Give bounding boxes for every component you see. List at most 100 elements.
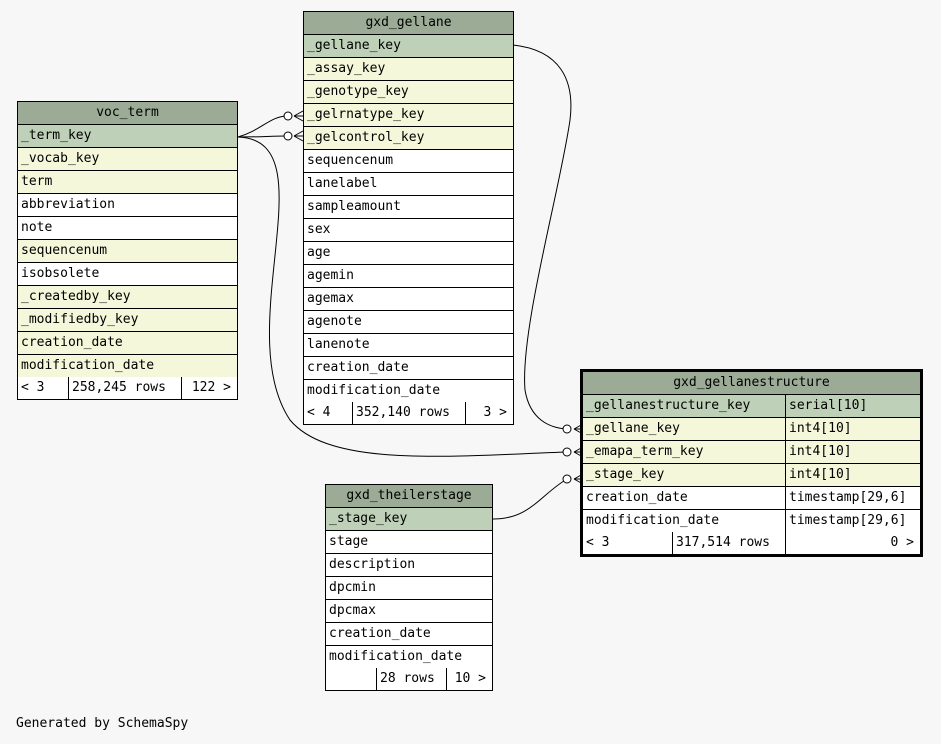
- column-name: sequencenum: [307, 153, 394, 168]
- column-row[interactable]: description: [326, 554, 492, 577]
- column-row[interactable]: _gelcontrol_key: [304, 127, 513, 150]
- column-name: _gellanestructure_key: [586, 398, 751, 413]
- column-name: lanenote: [307, 337, 370, 352]
- column-row[interactable]: sequencenum: [304, 150, 513, 173]
- optional-marker-gelcontrol: [283, 131, 293, 141]
- table-gxd-gellane[interactable]: gxd_gellane _gellane_key _assay_key _genot…: [303, 11, 514, 425]
- edge-term-to-gelrnatype: [237, 115, 289, 138]
- column-row[interactable]: modification_date: [18, 355, 237, 377]
- children-count[interactable]: 0 >: [785, 532, 920, 554]
- column-row[interactable]: agemax: [304, 288, 513, 311]
- column-row[interactable]: modification_date: [304, 380, 513, 402]
- column-row[interactable]: isobsolete: [18, 263, 237, 286]
- column-name: _term_key: [21, 128, 92, 143]
- column-name: term: [21, 174, 53, 189]
- column-row[interactable]: _gellane_key: [304, 35, 513, 58]
- column-name: agenote: [307, 314, 362, 329]
- column-row[interactable]: stage: [326, 531, 492, 554]
- column-name: sequencenum: [21, 243, 108, 258]
- column-row[interactable]: modification_date timestamp[29,6]: [583, 510, 920, 532]
- column-name: agemax: [307, 291, 354, 306]
- column-row[interactable]: term: [18, 171, 237, 194]
- table-header[interactable]: gxd_gellanestructure: [583, 372, 920, 395]
- column-row[interactable]: agenote: [304, 311, 513, 334]
- table-footer: < 3 258,245 rows 122 >: [18, 377, 237, 399]
- parents-count[interactable]: < 4: [307, 405, 331, 420]
- column-name: description: [329, 557, 416, 572]
- column-row[interactable]: dpcmin: [326, 577, 492, 600]
- table-gxd-gellanestructure[interactable]: gxd_gellanestructure _gellanestructure_k…: [580, 369, 923, 557]
- column-name: modification_date: [307, 383, 441, 398]
- optional-marker-gelrnatype: [283, 111, 293, 121]
- column-type: timestamp[29,6]: [785, 510, 920, 532]
- column-name: _vocab_key: [21, 151, 100, 166]
- column-row[interactable]: dpcmax: [326, 600, 492, 623]
- edge-gellane-to-structure: [512, 44, 572, 430]
- column-row[interactable]: _term_key: [18, 125, 237, 148]
- column-name: agemin: [307, 268, 354, 283]
- column-row[interactable]: agemin: [304, 265, 513, 288]
- column-name: _gelcontrol_key: [307, 130, 425, 145]
- column-type: int4[10]: [785, 464, 920, 486]
- column-type: int4[10]: [785, 441, 920, 463]
- column-name: _gellane_key: [307, 38, 401, 53]
- optional-marker-gellane: [562, 424, 572, 434]
- column-row[interactable]: _stage_key: [326, 508, 492, 531]
- column-row[interactable]: _modifiedby_key: [18, 309, 237, 332]
- column-name: modification_date: [21, 358, 155, 373]
- parents-count[interactable]: < 3: [21, 380, 45, 395]
- column-row[interactable]: _gelrnatype_key: [304, 104, 513, 127]
- table-header[interactable]: voc_term: [18, 102, 237, 125]
- table-header[interactable]: gxd_gellane: [304, 12, 513, 35]
- row-count: 352,140 rows: [352, 402, 465, 424]
- column-row[interactable]: _genotype_key: [304, 81, 513, 104]
- children-count[interactable]: 3 >: [465, 402, 513, 424]
- column-row[interactable]: creation_date: [304, 357, 513, 380]
- parents-count[interactable]: < 3: [586, 535, 610, 550]
- generated-by-label: Generated by SchemaSpy: [16, 716, 189, 731]
- column-row[interactable]: age: [304, 242, 513, 265]
- edge-term-to-gelcontrol: [237, 135, 289, 138]
- optional-marker-stage: [562, 474, 572, 484]
- table-footer: 28 rows 10 >: [326, 668, 492, 690]
- column-row[interactable]: _vocab_key: [18, 148, 237, 171]
- column-name: age: [307, 245, 331, 260]
- column-name: _gellane_key: [586, 421, 680, 436]
- column-row[interactable]: modification_date: [326, 646, 492, 668]
- column-row[interactable]: lanelabel: [304, 173, 513, 196]
- children-count[interactable]: 10 >: [446, 668, 492, 690]
- column-row[interactable]: lanenote: [304, 334, 513, 357]
- column-row[interactable]: sampleamount: [304, 196, 513, 219]
- crowfoot-gelrnatype: [293, 110, 304, 122]
- row-count: 317,514 rows: [672, 532, 785, 554]
- column-row[interactable]: abbreviation: [18, 194, 237, 217]
- column-row[interactable]: note: [18, 217, 237, 240]
- column-name: modification_date: [329, 649, 463, 664]
- column-row[interactable]: _assay_key: [304, 58, 513, 81]
- edge-stage-to-structure: [492, 478, 568, 520]
- column-row[interactable]: sequencenum: [18, 240, 237, 263]
- column-name: _genotype_key: [307, 84, 409, 99]
- table-header[interactable]: gxd_theilerstage: [326, 485, 492, 508]
- column-name: creation_date: [21, 335, 123, 350]
- column-type: timestamp[29,6]: [785, 487, 920, 509]
- parents-count[interactable]: [326, 668, 376, 690]
- column-row[interactable]: creation_date: [18, 332, 237, 355]
- children-count[interactable]: 122 >: [181, 377, 237, 399]
- column-name: _assay_key: [307, 61, 386, 76]
- column-row[interactable]: creation_date: [326, 623, 492, 646]
- column-name: modification_date: [586, 513, 720, 528]
- column-row[interactable]: sex: [304, 219, 513, 242]
- column-name: _modifiedby_key: [21, 312, 139, 327]
- column-row[interactable]: _createdby_key: [18, 286, 237, 309]
